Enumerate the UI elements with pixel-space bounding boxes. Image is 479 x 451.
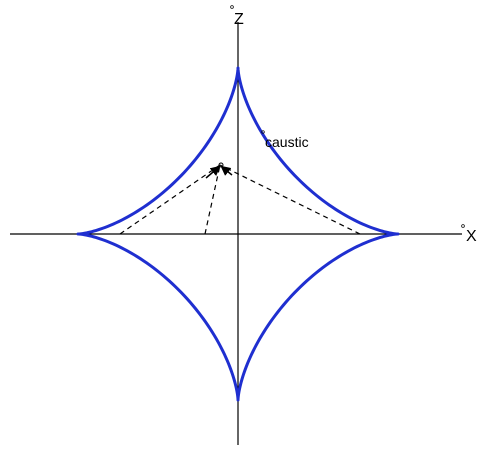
caustic-label: caustic bbox=[265, 134, 309, 150]
arrow-line bbox=[205, 165, 221, 179]
caustic-label-mark bbox=[261, 130, 265, 134]
x-axis-label: X bbox=[466, 228, 477, 245]
ray-line bbox=[204, 164, 221, 235]
ray-line bbox=[119, 164, 221, 235]
z-label-mark bbox=[230, 5, 234, 9]
focus-point bbox=[218, 162, 224, 168]
z-axis-label: Z bbox=[234, 11, 244, 28]
arrow-line bbox=[220, 165, 233, 176]
ray-line bbox=[219, 164, 361, 235]
x-label-mark bbox=[461, 224, 465, 228]
caustic-curve bbox=[76, 66, 400, 402]
